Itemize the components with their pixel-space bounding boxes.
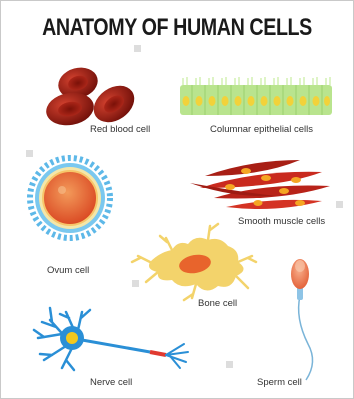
- bone-cell-drawing: [132, 224, 256, 300]
- sperm-cell-drawing: [291, 259, 313, 380]
- label-bone-cell: Bone cell: [198, 298, 237, 309]
- label-ovum-cell: Ovum cell: [47, 265, 89, 276]
- columnar-epithelial-drawing: [180, 77, 332, 115]
- ovum-cell-drawing: [30, 158, 110, 238]
- label-sperm-cell: Sperm cell: [257, 377, 302, 388]
- label-nerve-cell: Nerve cell: [90, 377, 132, 388]
- red-blood-cell-drawing: [44, 63, 142, 129]
- nerve-cell-drawing: [34, 308, 188, 370]
- label-red-blood-cell: Red blood cell: [90, 124, 150, 135]
- label-smooth-muscle-cells: Smooth muscle cells: [238, 216, 325, 227]
- label-columnar-epithelial-cells: Columnar epithelial cells: [210, 124, 313, 135]
- smooth-muscle-drawing: [190, 160, 330, 209]
